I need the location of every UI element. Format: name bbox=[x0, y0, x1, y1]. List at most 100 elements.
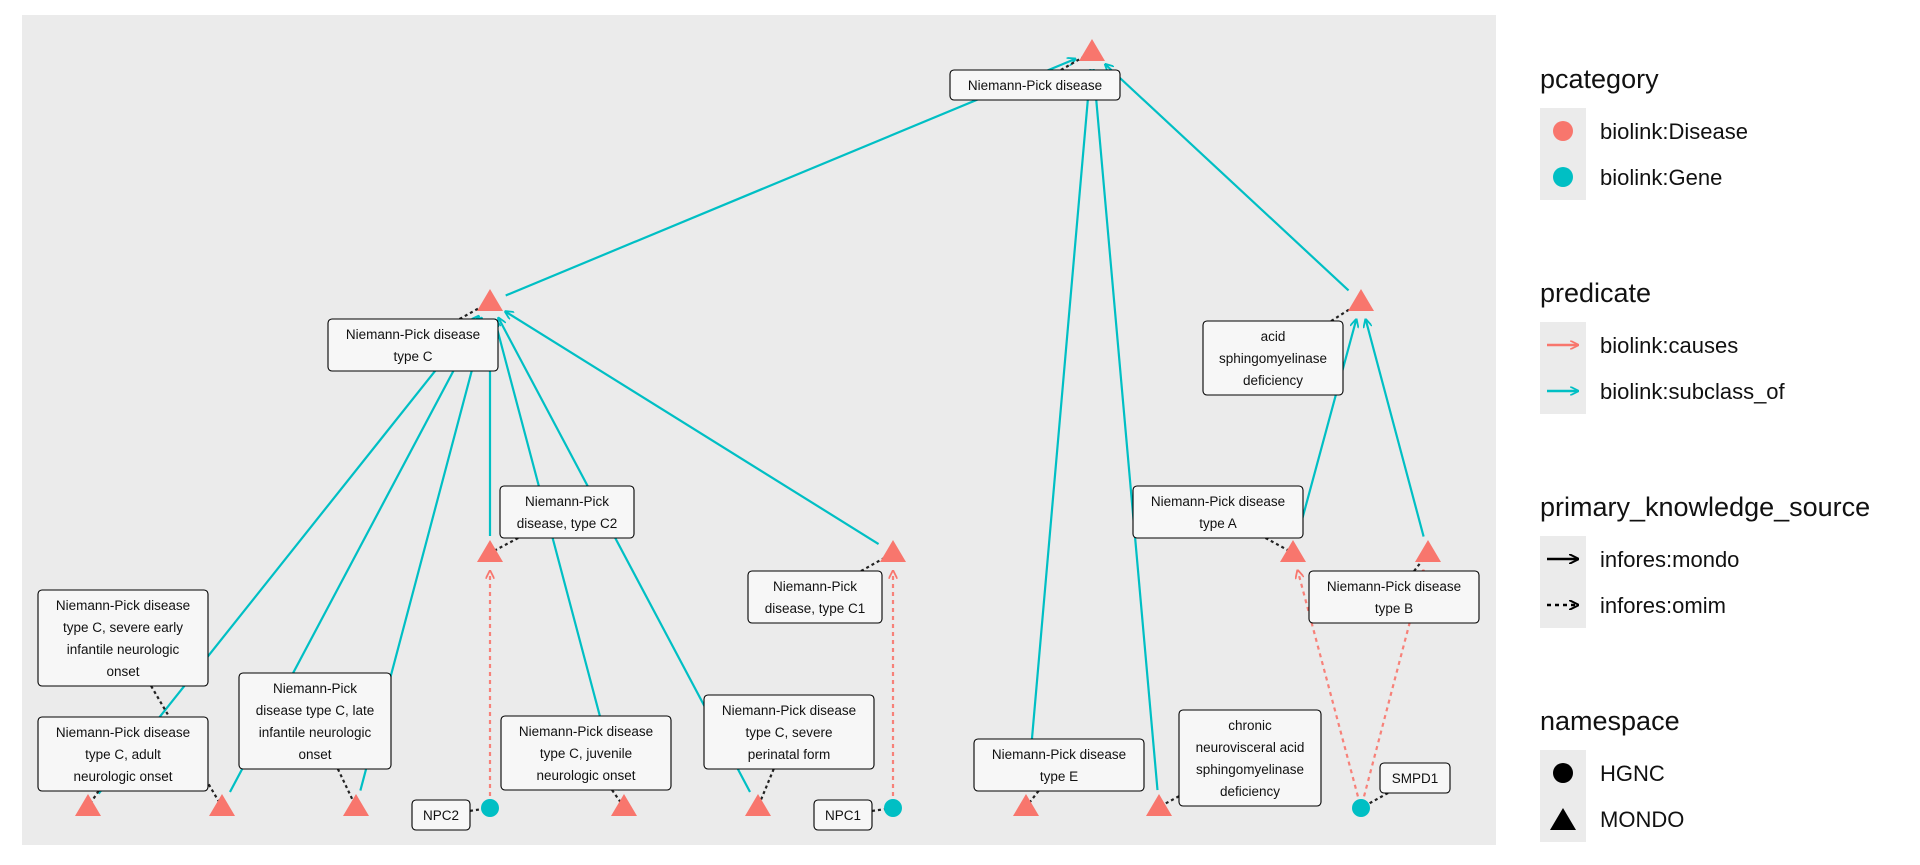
node-label-npcadult: Niemann-Pick disease type C, adult neurolo… bbox=[37, 716, 209, 792]
edges-layer bbox=[97, 59, 1425, 797]
label-leader-npc2d bbox=[494, 537, 519, 552]
node-label-line: Niemann-Pick disease bbox=[722, 703, 856, 718]
node-label-line: neurologic onset bbox=[536, 768, 635, 783]
node-label-box bbox=[37, 589, 209, 687]
node-npe-triangle bbox=[1013, 794, 1039, 816]
node-label-box bbox=[949, 69, 1121, 101]
node-npc2d-triangle bbox=[477, 540, 503, 562]
legend-triangle-icon bbox=[1550, 808, 1576, 830]
node-label-line: type C, adult bbox=[85, 747, 161, 762]
legend-dot-icon bbox=[1553, 167, 1573, 187]
legend: pcategorybiolink:Diseasebiolink:Genepred… bbox=[1540, 64, 1870, 842]
node-label-line: deficiency bbox=[1243, 373, 1303, 388]
node-label-npe: Niemann-Pick disease type E bbox=[973, 738, 1145, 792]
node-label-box bbox=[238, 672, 392, 770]
node-npb-triangle bbox=[1415, 540, 1441, 562]
legend-item-label: infores:omim bbox=[1600, 593, 1726, 618]
node-npc-triangle bbox=[477, 289, 503, 311]
node-label-line: neurovisceral acid bbox=[1196, 740, 1305, 755]
node-np-triangle bbox=[1079, 39, 1105, 61]
edge-npcjuv-npc bbox=[495, 319, 621, 791]
node-npcadult-triangle bbox=[75, 794, 101, 816]
edge-npb-asmd bbox=[1366, 319, 1425, 537]
node-npcsevere-triangle bbox=[209, 794, 235, 816]
node-label-line: sphingomyelinase bbox=[1196, 762, 1304, 777]
node-label-chronic: chronic neurovisceral acid sphingomyelinas… bbox=[1178, 709, 1322, 807]
legend-item-label: HGNC bbox=[1600, 761, 1665, 786]
node-label-np: Niemann-Pick disease bbox=[949, 69, 1121, 101]
node-npcperi-triangle bbox=[745, 794, 771, 816]
node-label-line: disease, type C2 bbox=[517, 516, 618, 531]
node-asmd-triangle bbox=[1348, 289, 1374, 311]
node-label-line: type C bbox=[393, 349, 432, 364]
node-label-box bbox=[747, 570, 883, 624]
legend-title-pcategory: pcategory bbox=[1540, 64, 1659, 94]
node-chronic-triangle bbox=[1146, 794, 1172, 816]
legend-title-primary_knowledge_source: primary_knowledge_source bbox=[1540, 492, 1870, 522]
node-label-line: Niemann-Pick disease bbox=[992, 747, 1126, 762]
node-npa-triangle bbox=[1280, 540, 1306, 562]
label-leader-smpd1 bbox=[1365, 792, 1389, 807]
node-label-line: onset bbox=[298, 747, 331, 762]
node-label-box bbox=[813, 799, 873, 831]
node-label-npc1d: Niemann-Pick disease, type C1 bbox=[747, 570, 883, 624]
legend-title-namespace: namespace bbox=[1540, 706, 1680, 736]
label-leader-npe bbox=[1028, 790, 1040, 803]
node-label-line: NPC2 bbox=[423, 808, 459, 823]
node-label-line: type C, juvenile bbox=[540, 746, 632, 761]
node-label-line: Niemann-Pick disease bbox=[519, 724, 653, 739]
node-label-line: Niemann-Pick bbox=[273, 681, 357, 696]
node-label-box bbox=[1308, 570, 1480, 624]
node-label-box bbox=[327, 318, 499, 372]
edge-smpd1-npa bbox=[1298, 570, 1359, 797]
node-label-line: disease, type C1 bbox=[765, 601, 866, 616]
node-label-box bbox=[1202, 320, 1344, 396]
node-label-box bbox=[1379, 762, 1451, 794]
nodes-layer bbox=[75, 39, 1441, 817]
node-label-smpd1: SMPD1 bbox=[1379, 762, 1451, 794]
node-smpd1-circle bbox=[1352, 799, 1370, 817]
legend-item-label: biolink:causes bbox=[1600, 333, 1738, 358]
node-npc1g-circle bbox=[884, 799, 902, 817]
node-label-line: Niemann-Pick disease bbox=[56, 725, 190, 740]
node-label-line: Niemann-Pick bbox=[773, 579, 857, 594]
node-label-line: type A bbox=[1199, 516, 1237, 531]
node-label-line: Niemann-Pick bbox=[525, 494, 609, 509]
edge-chronic-np bbox=[1094, 70, 1159, 791]
label-leader-npclate bbox=[336, 768, 355, 803]
node-label-npcsevere: Niemann-Pick disease type C, severe early… bbox=[37, 589, 209, 687]
node-label-line: type B bbox=[1375, 601, 1413, 616]
node-label-line: infantile neurologic bbox=[67, 642, 180, 657]
label-leader-npcjuv bbox=[611, 789, 622, 803]
legend-item-label: biolink:Gene bbox=[1600, 165, 1722, 190]
node-npc1d-triangle bbox=[880, 540, 906, 562]
edge-npcadult-npc bbox=[97, 316, 479, 795]
node-label-line: type E bbox=[1040, 769, 1078, 784]
legend-item-label: biolink:Disease bbox=[1600, 119, 1748, 144]
node-label-line: chronic bbox=[1228, 718, 1272, 733]
node-label-npa: Niemann-Pick disease type A bbox=[1132, 485, 1304, 539]
node-label-line: infantile neurologic bbox=[259, 725, 372, 740]
label-leader-npa bbox=[1265, 537, 1289, 552]
node-label-box bbox=[703, 694, 875, 770]
node-label-box bbox=[411, 799, 471, 831]
node-label-line: Niemann-Pick disease bbox=[1151, 494, 1285, 509]
label-leader-npcadult bbox=[90, 790, 100, 803]
node-label-npc2d: Niemann-Pick disease, type C2 bbox=[499, 485, 635, 539]
node-label-box bbox=[1132, 485, 1304, 539]
label-leader-npc2g bbox=[469, 807, 485, 812]
node-label-line: Niemann-Pick disease bbox=[56, 598, 190, 613]
node-label-line: perinatal form bbox=[748, 747, 831, 762]
node-label-line: neurologic onset bbox=[73, 769, 172, 784]
node-label-box bbox=[1178, 709, 1322, 807]
edge-npc1d-npc bbox=[505, 312, 880, 545]
node-label-line: type C, severe early bbox=[63, 620, 183, 635]
label-leader-chronic bbox=[1163, 795, 1180, 806]
legend-circle-icon bbox=[1553, 763, 1573, 783]
node-label-npcjuv: Niemann-Pick disease type C, juvenile neur… bbox=[500, 715, 672, 791]
node-label-npc1g: NPC1 bbox=[813, 799, 873, 831]
